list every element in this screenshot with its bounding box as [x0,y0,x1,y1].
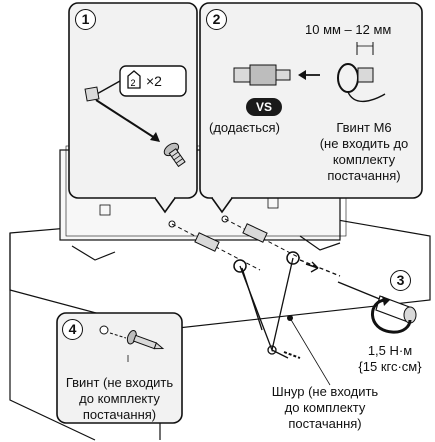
step-number-1: 1 [75,9,96,30]
bolt-label-line1: Гвинт M6 [336,120,392,135]
vs-badge [246,98,282,116]
rotate-arrow-icon [371,298,412,334]
torque-value: 1,5 Н·м [367,343,413,358]
cord-label-line3: постачання) [288,416,362,431]
spacer-icon [233,64,291,86]
remove-screw-icon [127,70,141,89]
torque-value-kgf: {15 кгс·см} [358,359,422,374]
bolt-label-line4: постачання) [327,168,401,183]
cord [239,257,294,359]
screw-label-line1: Гвинт (не входить [65,375,174,390]
screw-label-line2: до комплекту [79,391,160,406]
step-number-4: 4 [62,319,83,340]
table-screw [283,351,301,359]
bolt-length-dimension: 10 мм – 12 мм [305,22,392,37]
screw-quantity: ×2 [146,73,162,89]
spacer-left [194,232,220,252]
panel-step-1: 2 [68,2,198,214]
screw-label-line3: постачання) [82,407,157,422]
bolt-label-line3: комплекту [332,152,396,167]
bolt-label-line2: (не входить до [319,136,409,151]
step-number-2: 2 [206,9,227,30]
panel-step-4 [56,312,183,424]
eye-bolt-left [233,259,247,273]
eye-bolt-right [286,251,300,265]
eye-bolt-icon [337,42,386,102]
cord-leader [289,317,331,386]
panel-step-2 [199,2,423,214]
cord-label-line2: до комплекту [284,400,366,415]
svg-text:2: 2 [130,78,135,88]
cord-label-line1: Шнур (не входить [271,384,379,399]
spacer-right [242,223,268,243]
step-number-3: 3 [390,270,411,291]
spacer-supplied-label: (додається) [209,120,280,135]
vs-badge-label: VS [255,100,272,114]
wood-screw-icon [126,329,165,350]
